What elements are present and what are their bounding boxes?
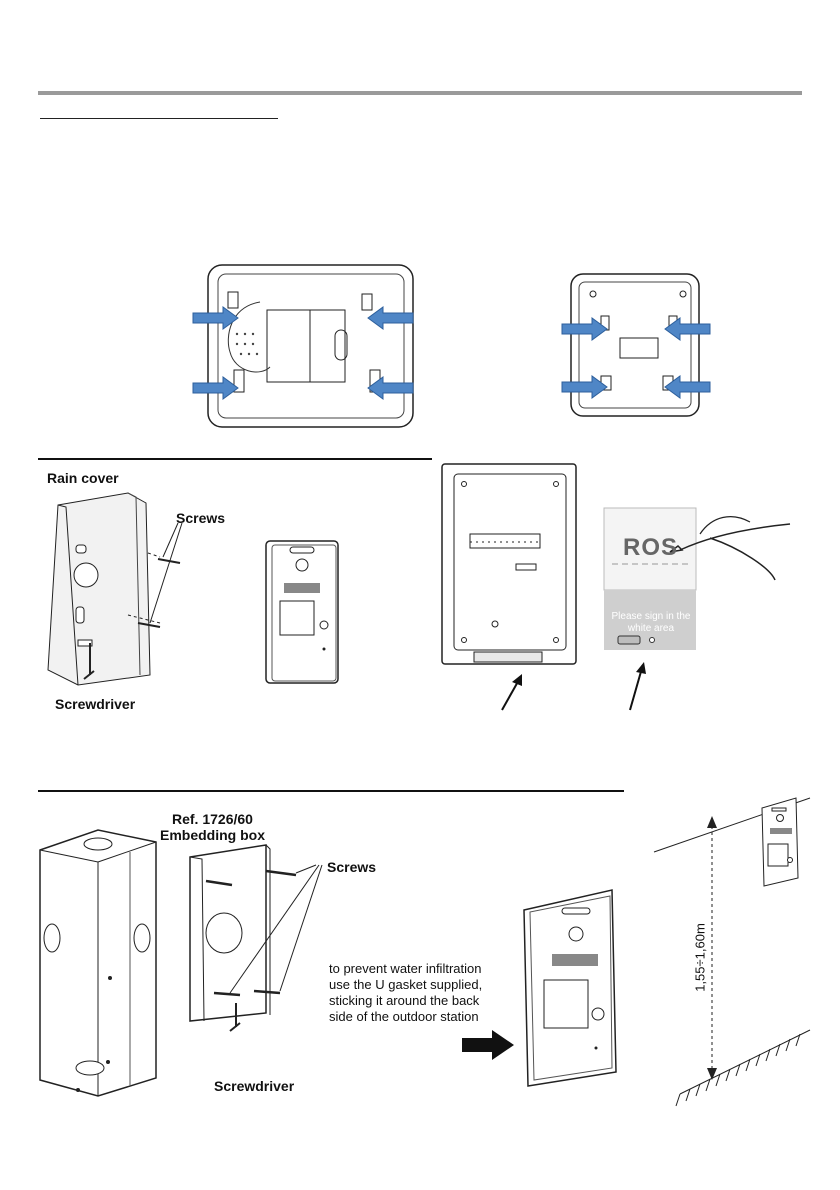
outdoor-station-small	[262, 537, 342, 687]
right-arrow-icon	[462, 1030, 514, 1060]
arrow-icon	[665, 318, 711, 340]
embedding-box-label: Embedding box	[160, 827, 265, 843]
arrow-icon	[368, 377, 414, 399]
pointer-arrow-icon	[626, 662, 650, 712]
section-rule	[38, 790, 624, 792]
arrow-icon	[193, 307, 239, 329]
sign-hint-line1: Please sign in the	[609, 611, 693, 622]
arrow-icon	[562, 376, 608, 398]
back-plate-figure	[184, 843, 324, 1023]
height-diagram	[650, 794, 810, 1114]
gasket-note-line: use the U gasket supplied,	[329, 977, 482, 993]
embedding-box-figure	[38, 828, 168, 1098]
arrow-icon	[368, 307, 414, 329]
small-bracket-figure	[565, 272, 705, 422]
pointer-arrow-icon	[498, 672, 528, 712]
outdoor-station-large	[520, 888, 620, 1088]
arrow-icon	[193, 377, 239, 399]
gasket-note-line: sticking it around the back	[329, 993, 479, 1009]
height-label: 1,55÷1,60m	[693, 908, 708, 1008]
outdoor-station-back	[440, 462, 580, 666]
sign-hint-line2: white area	[609, 623, 693, 634]
top-rule	[38, 91, 802, 95]
screwdriver-label: Screwdriver	[55, 696, 135, 712]
gasket-note-line: to prevent water infiltration	[329, 961, 481, 977]
rain-cover-label: Rain cover	[47, 470, 119, 486]
ros-text: ROS	[623, 534, 678, 562]
screwdriver-label: Screwdriver	[214, 1078, 294, 1094]
monitor-bracket-figure	[190, 262, 430, 432]
gasket-note-line: side of the outdoor station	[329, 1009, 479, 1025]
arrow-icon	[665, 376, 711, 398]
rain-cover-figure	[38, 485, 238, 695]
ref-label: Ref. 1726/60	[172, 811, 253, 827]
arrow-icon	[562, 318, 608, 340]
section-rule	[38, 458, 432, 460]
screws-label: Screws	[327, 859, 376, 875]
heading-underline	[40, 118, 278, 119]
